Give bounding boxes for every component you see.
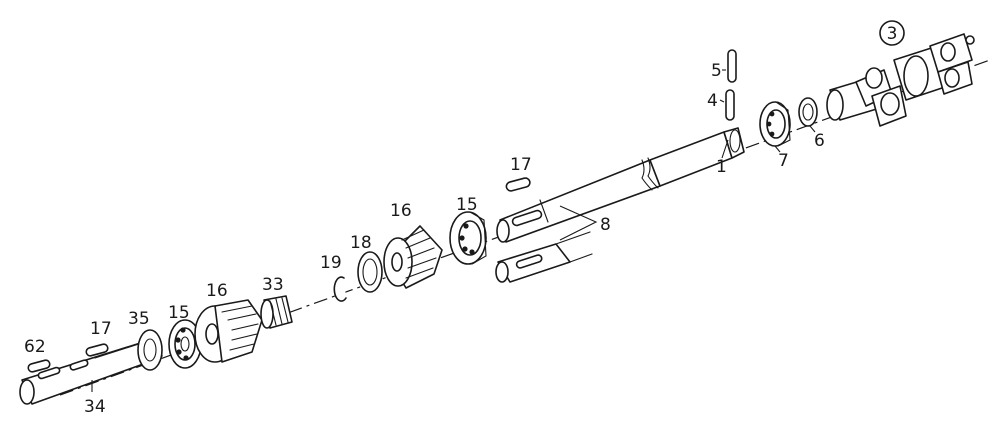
bearing-15-top [449, 211, 487, 265]
pin-4 [725, 89, 735, 121]
leader-6 [809, 125, 816, 133]
leader-4 [719, 99, 725, 103]
circlip-19 [333, 276, 347, 302]
key-62 [27, 359, 51, 373]
needle-bearing-33 [260, 295, 293, 329]
universal-joint-3 [826, 33, 975, 127]
label-8: 8 [600, 215, 611, 235]
key-17-bottom [85, 343, 109, 357]
bearing-7 [759, 101, 791, 147]
label-5: 5 [711, 61, 722, 81]
group-badge [879, 20, 905, 46]
leader-8 [559, 205, 598, 241]
pin-5 [727, 49, 737, 83]
circlip-35 [137, 329, 163, 371]
ring-6 [798, 97, 818, 127]
label-17-bottom: 17 [90, 319, 112, 339]
label-15-bottom: 15 [168, 303, 190, 323]
key-17-top [505, 177, 531, 192]
shaft-8-lower [495, 231, 593, 283]
bevel-gear-16-top [383, 225, 443, 289]
bevel-gear-16-bottom [194, 299, 263, 363]
shaft-1 [723, 127, 745, 159]
label-4: 4 [707, 91, 718, 111]
label-15-top: 15 [456, 195, 478, 215]
label-35: 35 [128, 309, 150, 329]
leader-7 [774, 145, 781, 153]
label-18: 18 [350, 233, 372, 253]
label-1: 1 [716, 157, 727, 177]
label-group: 3 [887, 24, 898, 44]
label-33: 33 [262, 275, 284, 295]
label-62: 62 [24, 337, 46, 357]
label-34: 34 [84, 397, 106, 417]
label-17-top: 17 [510, 155, 532, 175]
label-6: 6 [814, 131, 825, 151]
label-16-top: 16 [390, 201, 412, 221]
ring-18 [357, 251, 383, 293]
label-7: 7 [778, 151, 789, 171]
label-16-bottom: 16 [206, 281, 228, 301]
label-19: 19 [320, 253, 342, 273]
shaft-8-upper [496, 131, 733, 243]
leader-1 [721, 139, 729, 159]
